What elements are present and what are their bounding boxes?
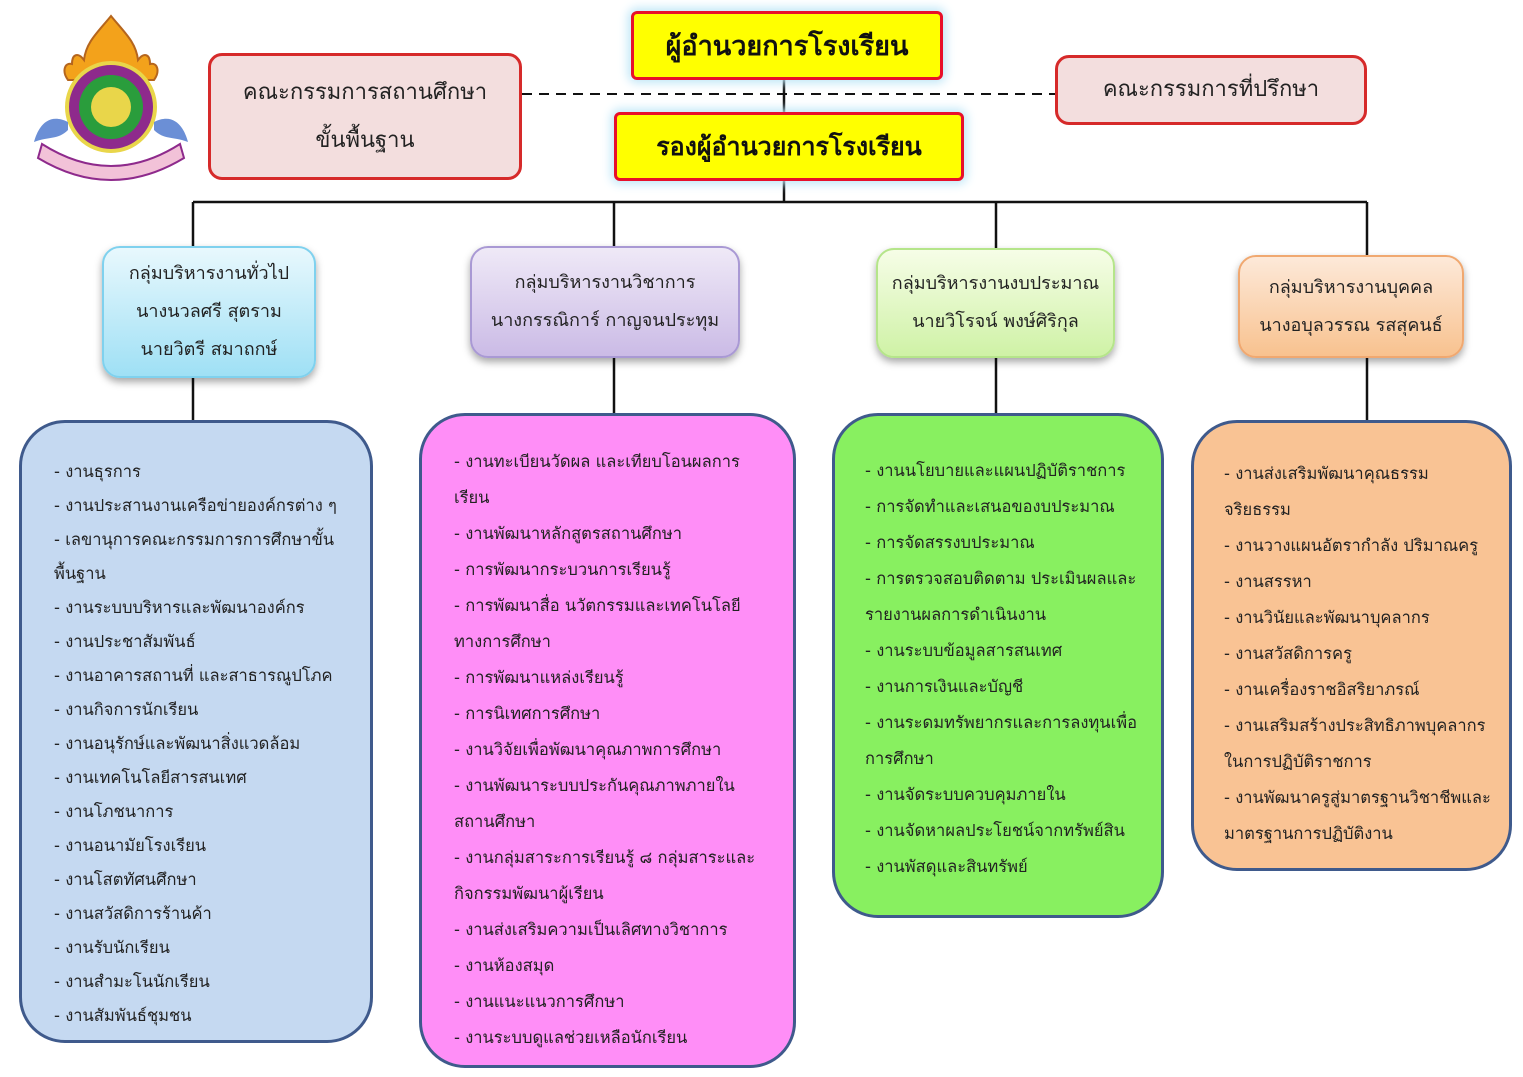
task-item: - การจัดทำและเสนอของบประมาณ	[865, 497, 1115, 516]
task-item: - งานสรรหา	[1224, 572, 1312, 591]
task-items-personnel: - งานส่งเสริมพัฒนาคุณธรรมจริยธรรม - งานวา…	[1224, 456, 1495, 852]
group-academic-person-1: นางกรรณิการ์ กาญจนประทุม	[490, 310, 720, 331]
task-item: - เลขานุการคณะกรรมการการศึกษาขั้น	[54, 530, 335, 549]
group-budget-box: กลุ่มบริหารงานงบประมาณ นายวิโรจน์ พงษ์ศิ…	[876, 248, 1115, 358]
group-budget-title: กลุ่มบริหารงานงบประมาณ	[891, 273, 1100, 294]
task-item: เรียน	[454, 488, 490, 507]
group-personnel-box: กลุ่มบริหารงานบุคคล นางอบุลวรรณ รสสุคนธ์	[1238, 255, 1464, 358]
task-item: - งานจัดระบบควบคุมภายใน	[865, 785, 1066, 804]
task-item: - งานส่งเสริมพัฒนาคุณธรรม	[1224, 464, 1429, 483]
task-item: - งานพัฒนาครูสู่มาตรฐานวิชาชีพและ	[1224, 788, 1491, 807]
task-item: - งานกลุ่มสาระการเรียนรู้ ๘ กลุ่มสาระและ	[454, 848, 756, 867]
group-personnel-title: กลุ่มบริหารงานบุคคล	[1268, 276, 1434, 298]
task-item: - งานธุรการ	[54, 462, 141, 481]
task-item: สถานศึกษา	[454, 812, 536, 831]
task-item: - งานสวัสดิการครู	[1224, 644, 1352, 663]
group-academic-box: กลุ่มบริหารงานวิชาการ นางกรรณิการ์ กาญจน…	[470, 246, 740, 358]
emblem-center	[91, 87, 131, 127]
task-item: - งานเครื่องราชอิสริยาภรณ์	[1224, 680, 1420, 699]
task-list-general: - งานธุรการ - งานประสานงานเครือข่ายองค์กร…	[19, 420, 373, 1043]
task-item: - งานระบบดูแลช่วยเหลือนักเรียน	[454, 1028, 688, 1047]
task-items-academic: - งานทะเบียนวัดผล และเทียบโอนผลการเรียน -…	[454, 444, 775, 1056]
task-item: การศึกษา	[865, 749, 934, 768]
group-budget-person-1: นายวิโรจน์ พงษ์ศิริกุล	[912, 311, 1079, 332]
deputy-label: รองผู้อำนวยการโรงเรียน	[656, 131, 922, 161]
group-personnel-person-1: นางอบุลวรรณ รสสุคนธ์	[1259, 314, 1443, 336]
deputy-box: รองผู้อำนวยการโรงเรียน	[614, 112, 964, 181]
task-item: - งานอนุรักษ์และพัฒนาสิ่งแวดล้อม	[54, 734, 301, 753]
task-item: - งานสำมะโนนักเรียน	[54, 972, 210, 991]
task-item: - งานสัมพันธ์ชุมชน	[54, 1006, 192, 1025]
task-list-academic: - งานทะเบียนวัดผล และเทียบโอนผลการเรียน -…	[419, 413, 796, 1068]
task-item: - งานส่งเสริมความเป็นเลิศทางวิชาการ	[454, 920, 728, 939]
task-item: - งานพัสดุและสินทรัพย์	[865, 857, 1028, 876]
task-item: - งานพัฒนาระบบประกันคุณภาพภายใน	[454, 776, 735, 795]
task-item: - งานระบบข้อมูลสารสนเทศ	[865, 641, 1063, 660]
group-general-person-1: นางนวลศรี สุตราม	[136, 301, 282, 322]
advisory-board-label: คณะกรรมการที่ปรึกษา	[1102, 77, 1320, 102]
task-item: - งานวางแผนอัตรากำลัง ปริมาณครู	[1224, 536, 1479, 555]
task-item: - การนิเทศการศึกษา	[454, 704, 601, 723]
task-item: - งานนโยบายและแผนปฏิบัติราชการ	[865, 461, 1126, 480]
task-item: - งานอนามัยโรงเรียน	[54, 836, 207, 855]
task-item: - งานวินัยและพัฒนาบุคลากร	[1224, 608, 1430, 627]
task-item: - งานทะเบียนวัดผล และเทียบโอนผลการ	[454, 452, 740, 471]
task-item: ทางการศึกษา	[454, 632, 551, 651]
task-item: - งานอาคารสถานที่ และสาธารณูปโภค	[54, 666, 333, 685]
basic-board-line-2: ขั้นพื้นฐาน	[315, 127, 415, 153]
task-item: - งานโภชนาการ	[54, 802, 174, 821]
task-item: - งานพัฒนาหลักสูตรสถานศึกษา	[454, 524, 682, 543]
task-item: - งานประชาสัมพันธ์	[54, 632, 196, 651]
task-item: - งานจัดหาผลประโยชน์จากทรัพย์สิน	[865, 821, 1125, 840]
task-item: - งานระดมทรัพยากรและการลงทุนเพื่อ	[865, 713, 1137, 732]
task-item: - งานโสตทัศนศึกษา	[54, 870, 197, 889]
task-item: - งานวิจัยเพื่อพัฒนาคุณภาพการศึกษา	[454, 740, 722, 759]
director-box: ผู้อำนวยการโรงเรียน	[631, 11, 943, 80]
basic-board-line-1: คณะกรรมการสถานศึกษา	[242, 79, 488, 105]
task-item: - งานเสริมสร้างประสิทธิภาพบุคลากร	[1224, 716, 1486, 735]
task-item: จริยธรรม	[1224, 500, 1291, 519]
group-general-title: กลุ่มบริหารงานทั่วไป	[128, 263, 290, 284]
task-item: - การตรวจสอบติดตาม ประเมินผลและ	[865, 569, 1137, 588]
task-items-general: - งานธุรการ - งานประสานงานเครือข่ายองค์กร…	[54, 455, 352, 1033]
task-item: - การพัฒนาสื่อ นวัตกรรมและเทคโนโลยี	[454, 596, 741, 615]
task-item: - งานการเงินและบัญชี	[865, 677, 1024, 696]
banner-ribbon	[36, 142, 186, 181]
group-academic-title: กลุ่มบริหารงานวิชาการ	[514, 272, 696, 293]
group-general-box: กลุ่มบริหารงานทั่วไป นางนวลศรี สุตราม นา…	[102, 246, 316, 378]
task-item: กิจกรรมพัฒนาผู้เรียน	[454, 884, 604, 903]
task-item: - งานรับนักเรียน	[54, 938, 170, 957]
side-ornament-left	[34, 118, 68, 142]
task-item: - งานกิจการนักเรียน	[54, 700, 199, 719]
basic-education-board-box: คณะกรรมการสถานศึกษา ขั้นพื้นฐาน	[208, 53, 522, 180]
task-items-budget: - งานนโยบายและแผนปฏิบัติราชการ - การจัดทำ…	[865, 453, 1143, 885]
task-item: พื้นฐาน	[54, 564, 106, 583]
task-item: รายงานผลการดำเนินงาน	[865, 605, 1047, 624]
task-item: - งานห้องสมุด	[454, 956, 555, 975]
side-ornament-right	[154, 118, 188, 142]
task-list-personnel: - งานส่งเสริมพัฒนาคุณธรรมจริยธรรม - งานวา…	[1191, 420, 1512, 871]
task-item: - งานเทคโนโลยีสารสนเทศ	[54, 768, 247, 787]
task-item: - งานระบบบริหารและพัฒนาองค์กร	[54, 598, 305, 617]
group-general-person-2: นายวิตรี สมาถกษ์	[140, 339, 278, 360]
task-item: - การจัดสรรงบประมาณ	[865, 533, 1035, 552]
task-item: - งานประสานงานเครือข่ายองค์กรต่าง ๆ	[54, 496, 337, 515]
task-item: - การพัฒนาแหล่งเรียนรู้	[454, 668, 624, 687]
task-list-budget: - งานนโยบายและแผนปฏิบัติราชการ - การจัดทำ…	[832, 413, 1164, 918]
task-item: มาตรฐานการปฏิบัติงาน	[1224, 824, 1393, 843]
task-item: - การพัฒนากระบวนการเรียนรู้	[454, 560, 671, 579]
task-item: ในการปฏิบัติราชการ	[1224, 752, 1372, 771]
task-item: - งานแนะแนวการศึกษา	[454, 992, 625, 1011]
school-emblem-logo	[34, 14, 188, 181]
advisory-board-box: คณะกรรมการที่ปรึกษา	[1055, 55, 1367, 125]
task-item: - งานสวัสดิการร้านค้า	[54, 904, 212, 923]
director-label: ผู้อำนวยการโรงเรียน	[665, 31, 909, 62]
